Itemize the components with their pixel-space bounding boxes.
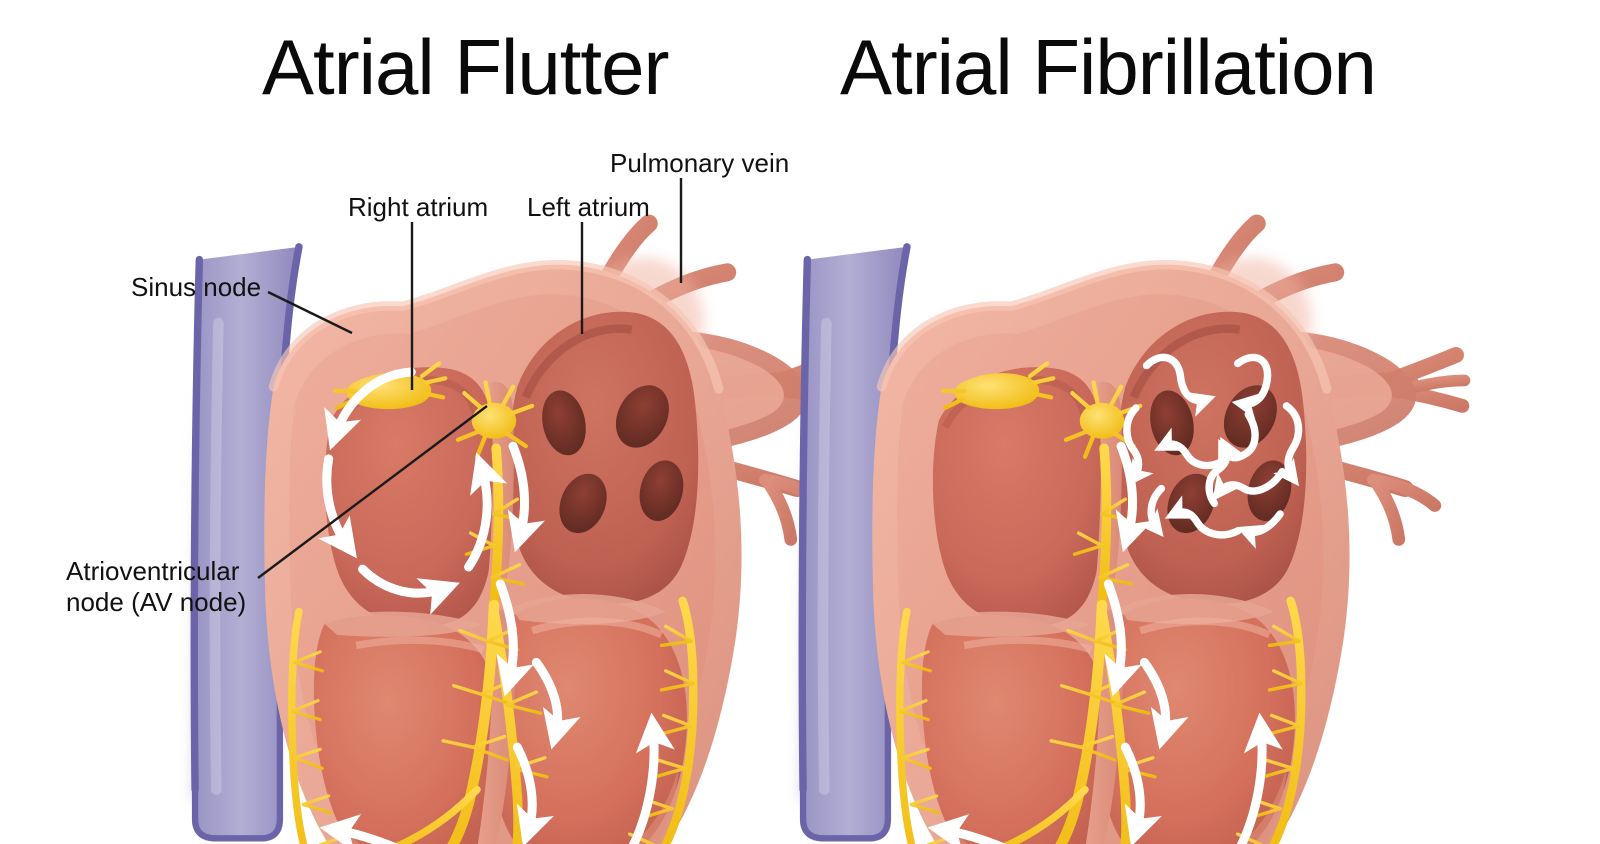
leader-lines bbox=[257, 178, 683, 579]
label-av-node-line1: Atrioventricular bbox=[66, 556, 240, 586]
label-av-node: Atrioventricular node (AV node) bbox=[66, 556, 246, 618]
label-pulmonary-vein: Pulmonary vein bbox=[610, 148, 790, 178]
leader-sinus-node bbox=[267, 290, 353, 335]
label-av-node-line2: node (AV node) bbox=[66, 587, 247, 617]
panel-atrial-fibrillation bbox=[801, 224, 1465, 844]
title-atrial-flutter: Atrial Flutter bbox=[262, 23, 669, 111]
leader-av-node bbox=[257, 405, 488, 579]
label-sinus-node: Sinus node bbox=[131, 272, 262, 302]
panel-atrial-flutter bbox=[193, 224, 857, 844]
title-atrial-fibrillation: Atrial Fibrillation bbox=[840, 23, 1377, 111]
label-right-atrium: Right atrium bbox=[348, 192, 489, 222]
label-left-atrium: Left atrium bbox=[527, 192, 650, 222]
